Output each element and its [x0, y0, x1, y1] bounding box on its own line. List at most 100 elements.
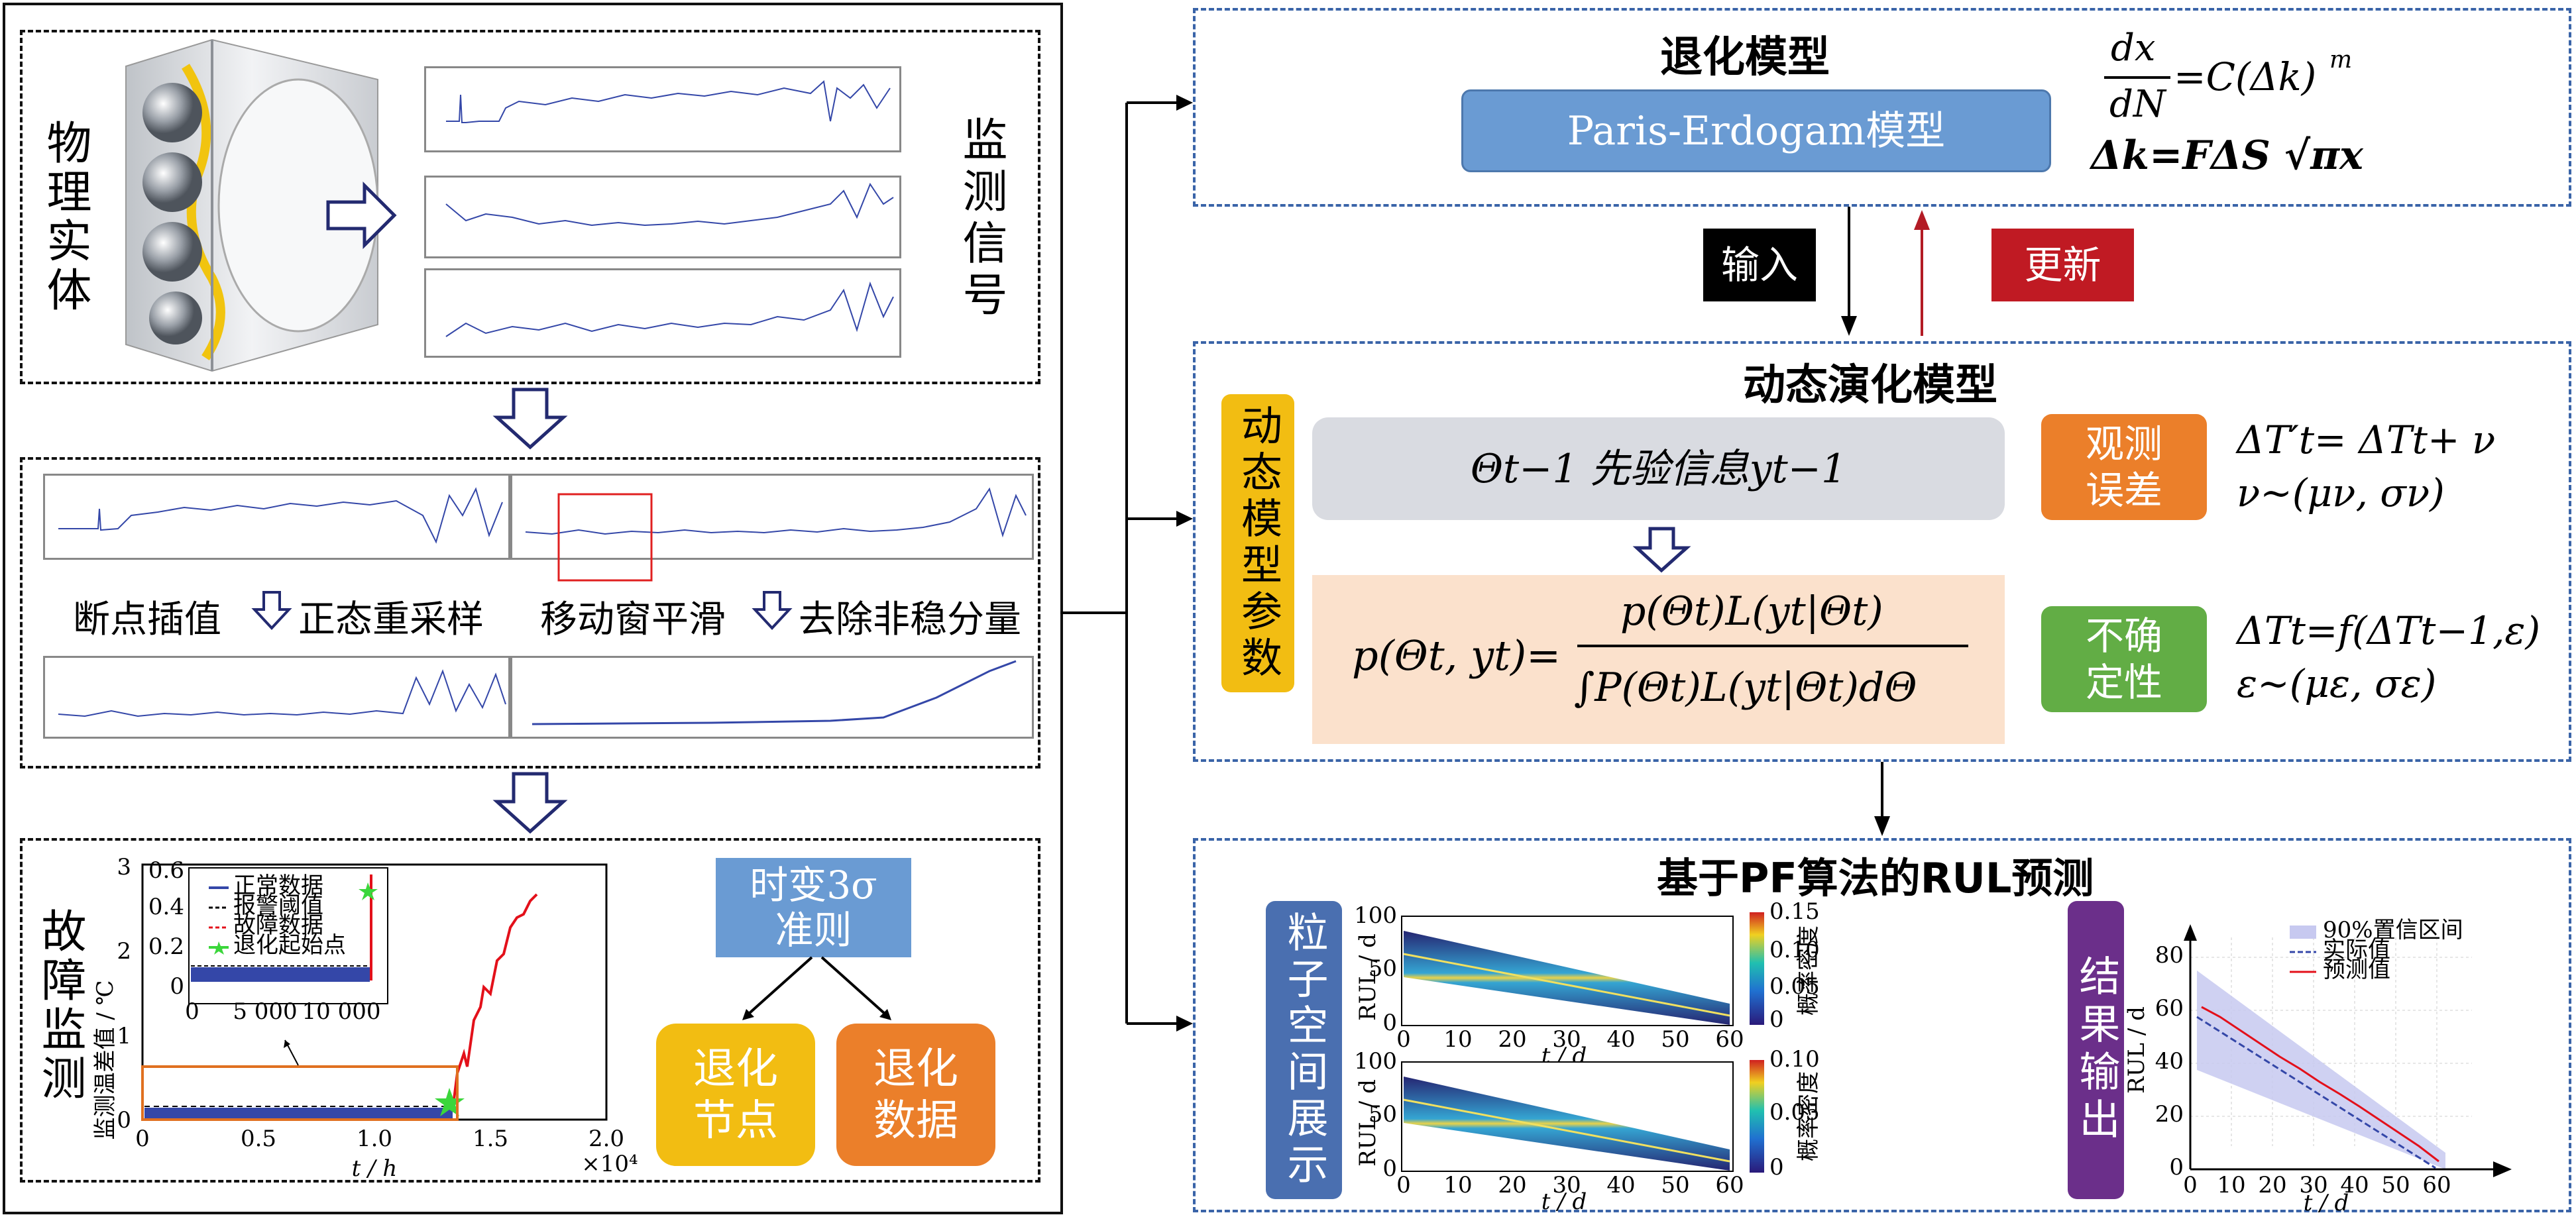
- svg-text:概率密度: 概率密度: [1795, 926, 1822, 1016]
- svg-text:0.2: 0.2: [148, 933, 184, 960]
- eq1-denominator: dN: [2109, 83, 2166, 126]
- heat-ylabel: RUL / d: [1355, 933, 1381, 1021]
- input-label: 输入: [1703, 229, 1816, 301]
- svg-text:0: 0: [1396, 1026, 1411, 1053]
- svg-text:0: 0: [185, 998, 199, 1025]
- x-tick-labels: 0 0.5 1.0 1.5 2.0: [135, 1126, 624, 1152]
- rul-result-chart: RUL / d 0 20 40 60 80 0 10 20 30 40 50 6…: [2123, 917, 2512, 1216]
- small-arrow-down-icon: [752, 591, 793, 630]
- svg-text:100: 100: [1354, 1048, 1397, 1075]
- update-label: 更新: [1991, 229, 2134, 301]
- signal-panel-3: [424, 268, 901, 358]
- svg-text:50: 50: [1369, 1101, 1397, 1128]
- degradation-data-box: 退化数据: [836, 1024, 995, 1166]
- svg-text:50: 50: [1661, 1172, 1689, 1198]
- svg-text:60: 60: [1715, 1026, 1744, 1053]
- svg-text:10: 10: [1443, 1172, 1472, 1198]
- svg-text:概率密度: 概率密度: [1795, 1071, 1822, 1161]
- degradation-node-box: 退化节点: [656, 1024, 815, 1166]
- signal-panel-1: [424, 66, 901, 152]
- heat-ylabel: RUL / d: [1355, 1079, 1381, 1167]
- svg-text:30: 30: [2299, 1172, 2327, 1198]
- monitoring-signal-label: 监测信号: [954, 116, 1007, 323]
- svg-text:50: 50: [1369, 955, 1397, 982]
- svg-text:20: 20: [2258, 1172, 2286, 1198]
- left-outer-frame: [3, 3, 1063, 1214]
- svg-text:50: 50: [2381, 1172, 2410, 1198]
- posterior-denominator: ∫P(Θt)L(yt|Θt)dΘ: [1574, 664, 1917, 711]
- svg-text:0: 0: [2169, 1154, 2184, 1181]
- x-tick: 2.0: [588, 1126, 624, 1152]
- legend-item: 预测值: [2323, 957, 2390, 983]
- legend-item: 报警阈值: [233, 892, 323, 919]
- zoom-region-box: [141, 1065, 459, 1121]
- eq1-rhs: =C(Δk): [2174, 54, 2317, 99]
- svg-text:40: 40: [2340, 1172, 2369, 1198]
- heat-x-ticks: 0 10 20 30 40 50 60: [1396, 1026, 1744, 1053]
- eq1-numerator: dx: [2111, 26, 2156, 70]
- svg-text:60: 60: [2422, 1172, 2451, 1198]
- small-arrow-down-icon: [251, 591, 292, 630]
- input-update-arrows: [1841, 207, 1930, 336]
- legend-item: 90%置信区间: [2323, 917, 2463, 943]
- delta-k-equation: Δk=FΔS √πx: [2091, 132, 2363, 179]
- step-interpolation-label: 断点插值: [73, 598, 221, 641]
- svg-text:10: 10: [1443, 1026, 1472, 1053]
- legend-item: 退化起始点: [233, 932, 346, 959]
- svg-text:0.15: 0.15: [1769, 898, 1820, 925]
- particle-space-box: 粒子空间展示: [1266, 901, 1342, 1199]
- svg-text:0.10: 0.10: [1769, 937, 1820, 963]
- degradation-model-title: 退化模型: [1660, 33, 1830, 82]
- hollow-arrow-down-icon: [1632, 527, 1691, 573]
- svg-text:5 000: 5 000: [233, 998, 297, 1025]
- svg-text:30: 30: [1552, 1026, 1581, 1053]
- svg-text:0: 0: [1396, 1172, 1411, 1198]
- confidence-band: [2197, 971, 2445, 1169]
- fault-chart-legend: 正常数据 报警阈值 故障数据 退化起始点: [209, 873, 346, 959]
- svg-text:40: 40: [1606, 1026, 1635, 1053]
- posterior-box: p(Θt, yt)= p(Θt)L(yt|Θt) ∫P(Θt)L(yt|Θt)d…: [1312, 575, 2005, 744]
- svg-text:10: 10: [2217, 1172, 2245, 1198]
- rul-title: 基于PF算法的RUL预测: [1657, 854, 2094, 902]
- svg-text:t / d: t / d: [1541, 1189, 1587, 1215]
- step-resample-label: 正态重采样: [298, 598, 484, 641]
- x-tick: 0: [135, 1126, 150, 1152]
- legend-item: 故障数据: [233, 912, 323, 939]
- y-tick: 1: [117, 1023, 131, 1049]
- threshold-rule-line2: 准则: [775, 908, 852, 953]
- svg-text:0: 0: [2183, 1172, 2198, 1198]
- svg-text:0.4: 0.4: [148, 894, 184, 920]
- svg-text:0: 0: [170, 973, 184, 1000]
- svg-text:60: 60: [1715, 1172, 1744, 1198]
- y-tick: 3: [117, 854, 131, 880]
- x-tick: 1.0: [357, 1126, 392, 1152]
- svg-text:0.10: 0.10: [1769, 1046, 1820, 1073]
- eq1-exponent: m: [2329, 46, 2353, 74]
- step-remove-nonstationary-label: 去除非稳分量: [799, 598, 1021, 641]
- degradation-model-box: [1193, 8, 2571, 207]
- svg-text:t / d: t / d: [2304, 1190, 2349, 1216]
- inset-chart: 0 0.2 0.4 0.6 0 5 000 10 000: [148, 857, 388, 1025]
- cleaned-signal-panel: [43, 656, 510, 739]
- svg-text:20: 20: [1498, 1026, 1526, 1053]
- paris-equation: dx dN =C(Δk) m: [2091, 26, 2462, 126]
- connector-arrows: [1060, 95, 1193, 1032]
- svg-text:10 000: 10 000: [302, 998, 381, 1025]
- result-legend: 90%置信区间 实际值 预测值: [2290, 917, 2463, 983]
- y-tick: 2: [117, 938, 131, 965]
- fault-monitoring-label: 故障监测: [33, 908, 85, 1104]
- fault-chart-ylabel: 监测温差值 / ℃: [92, 980, 119, 1139]
- fault-chart: 监测温差值 / ℃ 0 1 2 3 0 0.5 1.0 1.5 2.0 t / …: [92, 854, 638, 1182]
- obs-eq2: ν~(μν, σν): [2237, 470, 2445, 515]
- y-tick: 0: [117, 1107, 131, 1134]
- svg-text:RUL / d: RUL / d: [2123, 1006, 2150, 1094]
- normal-data-band: [144, 1108, 453, 1118]
- trend-signal-panel: [510, 656, 1034, 739]
- physical-entity-label: 物理实体: [38, 119, 91, 315]
- prior-info-box: Θt−1 先验信息yt−1: [1312, 417, 2005, 520]
- rul-box: [1193, 838, 2571, 1212]
- heat-x-ticks: 0 10 20 30 40 50 60: [1396, 1172, 1744, 1198]
- obs-eq1: ΔT′t= ΔTt+ ν: [2237, 417, 2496, 462]
- svg-text:40: 40: [1606, 1172, 1635, 1198]
- svg-text:50: 50: [1661, 1026, 1689, 1053]
